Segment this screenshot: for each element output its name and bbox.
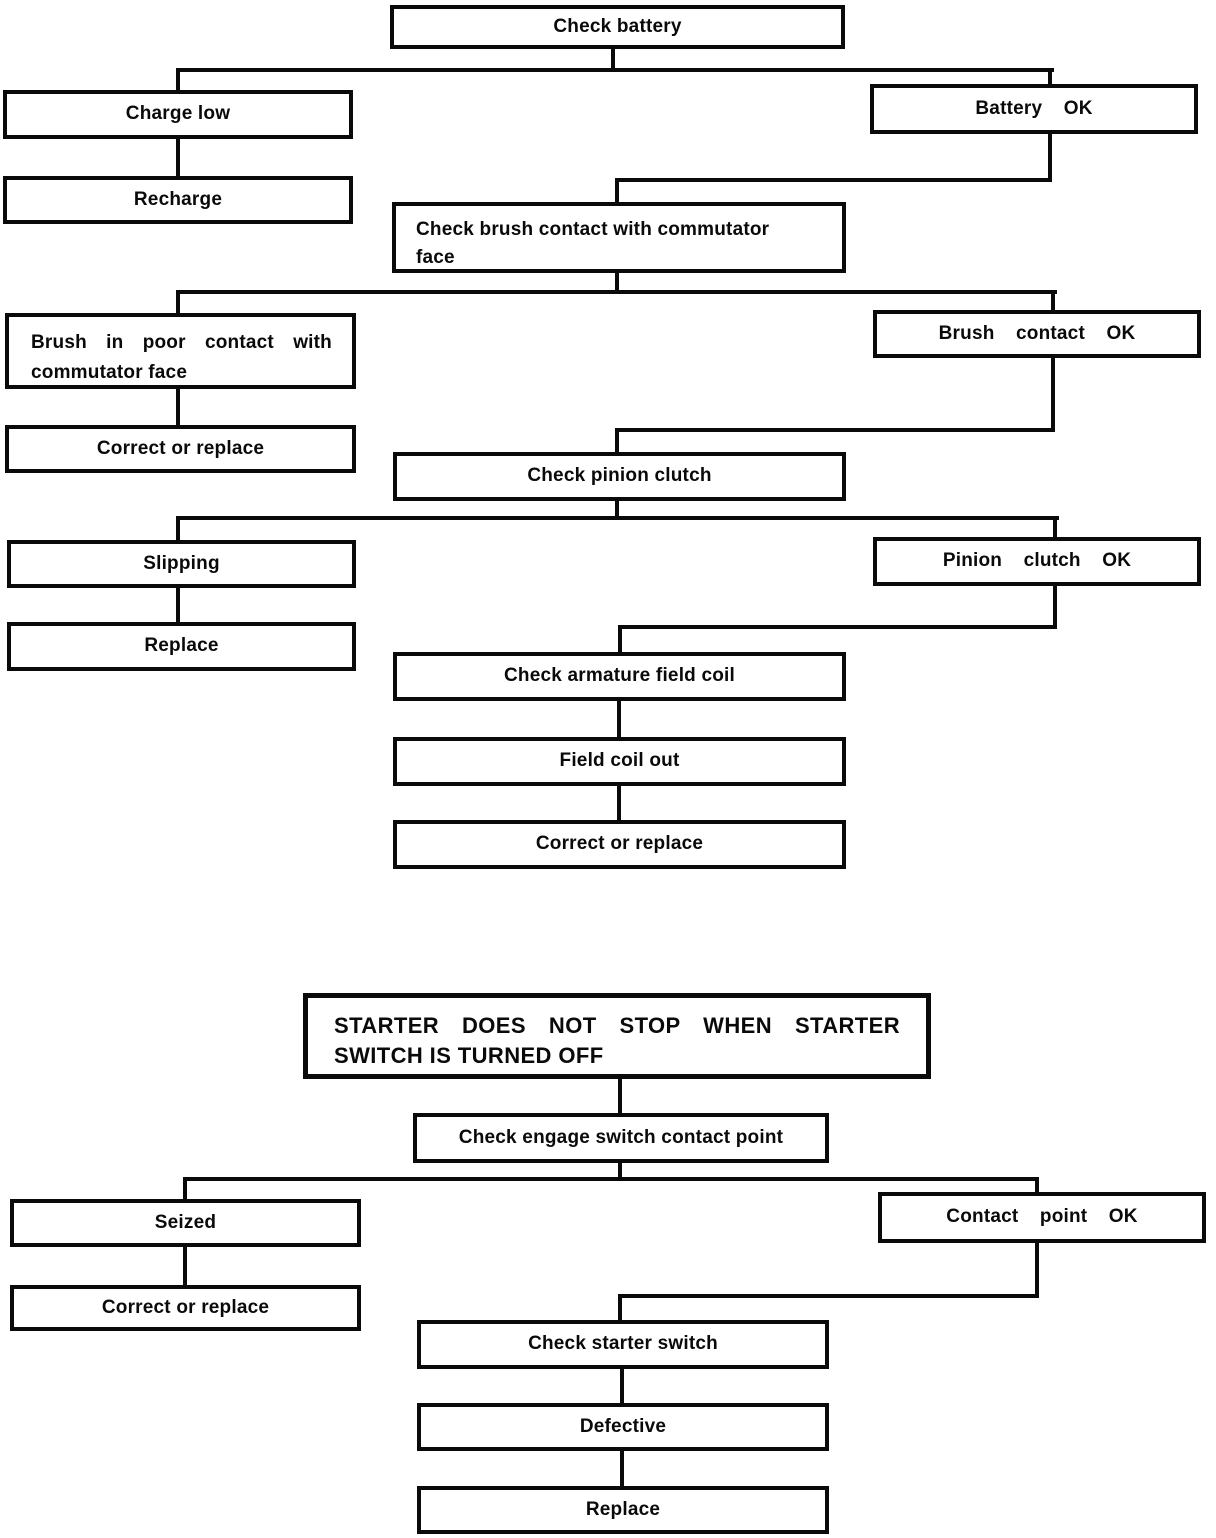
connector-line [615,178,1052,182]
connector-line [183,1177,187,1201]
connector-line [1035,1241,1039,1298]
connector-line [1048,68,1052,86]
flow-node-recharge: Recharge [3,176,353,224]
flow-node-check-engage-switch-contact-point: Check engage switch contact point [413,1113,829,1163]
flow-node-brush-contact-ok: Brush contact OK [873,310,1201,358]
flow-node-slipping: Slipping [7,540,356,588]
flow-node-charge-low: Charge low [3,90,353,139]
node-label: Battery OK [975,97,1093,119]
node-label: Correct or replace [101,1296,270,1318]
connector-line [176,68,180,92]
connector-line [617,700,621,739]
flow-node-correct-or-replace-3: Correct or replace [10,1285,361,1331]
connector-line [618,625,1057,629]
connector-line [183,1245,187,1287]
node-label: Correct or replace [96,437,265,459]
connector-line [615,178,619,204]
node-label: Correct or replace [535,833,704,855]
node-label: Seized [154,1211,217,1233]
flow-node-check-armature-field-coil: Check armature field coil [393,652,846,701]
flow-node-contact-point-ok: Contact point OK [878,1192,1206,1243]
connector-line [176,516,180,542]
connector-line [618,1294,1039,1298]
connector-line [176,290,1057,294]
node-label: Check starter switch [528,1333,718,1355]
connector-line [1053,516,1057,539]
node-label: Brush contact OK [938,322,1136,344]
connector-line [618,625,622,654]
connector-line [617,784,621,822]
connector-line [615,499,619,520]
flow-node-seized: Seized [10,1199,361,1247]
connector-line [618,1161,622,1181]
flow-node-check-starter-switch: Check starter switch [417,1320,829,1369]
flow-node-check-brush-contact: Check brush contact with commutator face [392,202,846,273]
node-label: Check engage switch contact point [458,1126,784,1148]
connector-line [1051,356,1055,432]
connector-line [615,271,619,294]
node-label: Check pinion clutch [527,465,712,487]
connector-line [618,1294,622,1322]
flow-node-battery-ok: Battery OK [870,84,1198,134]
flow-node-check-battery: Check battery [390,5,845,49]
connector-line [176,290,180,315]
node-label-line: Check brush contact with commutator [416,219,770,240]
connector-line [620,1368,624,1405]
connector-line [611,46,615,72]
flow-node-brush-poor-contact: Brush in poor contact with commutator fa… [5,313,356,389]
flow-node-pinion-clutch-ok: Pinion clutch OK [873,537,1201,586]
node-label-line: commutator face [31,362,188,383]
connector-line [615,428,1055,432]
connector-line [620,1450,624,1488]
connector-line [1051,290,1055,312]
flow-node-field-coil-out: Field coil out [393,737,846,786]
flow-node-correct-or-replace-2: Correct or replace [393,820,846,869]
node-label: Contact point OK [946,1206,1138,1228]
connector-line [1035,1177,1039,1194]
section-title-line: STARTER DOES NOT STOP WHEN STARTER [334,1013,900,1038]
node-label: Charge low [125,103,231,125]
connector-line [1053,584,1057,629]
node-label-line: face [416,247,455,268]
section-title-line: SWITCH IS TURNED OFF [334,1043,604,1068]
node-label: Check battery [553,15,682,37]
node-label: Check armature field coil [504,665,735,687]
flow-node-defective: Defective [417,1403,829,1451]
node-label: Replace [585,1498,661,1520]
connector-line [176,516,1059,520]
flow-node-check-pinion-clutch: Check pinion clutch [393,452,846,501]
connector-line [176,68,1054,72]
flow-node-replace-1: Replace [7,622,356,671]
connector-line [176,586,180,624]
connector-line [1048,132,1052,182]
node-label: Replace [144,635,219,657]
node-label-line: Brush in poor contact with [31,332,332,353]
node-label: Field coil out [559,750,680,772]
connector-line [176,137,180,178]
connector-line [183,1177,1039,1181]
node-label: Recharge [133,188,223,210]
flow-node-correct-or-replace-1: Correct or replace [5,425,356,473]
node-label: Slipping [143,552,220,574]
node-label: Pinion clutch OK [942,550,1132,572]
section-title-starter-does-not-stop: STARTER DOES NOT STOP WHEN STARTER SWITC… [303,993,931,1079]
connector-line [615,428,619,454]
flow-node-replace-2: Replace [417,1486,829,1534]
connector-line [176,387,180,427]
connector-line [618,1077,622,1115]
node-label: Defective [579,1415,667,1437]
